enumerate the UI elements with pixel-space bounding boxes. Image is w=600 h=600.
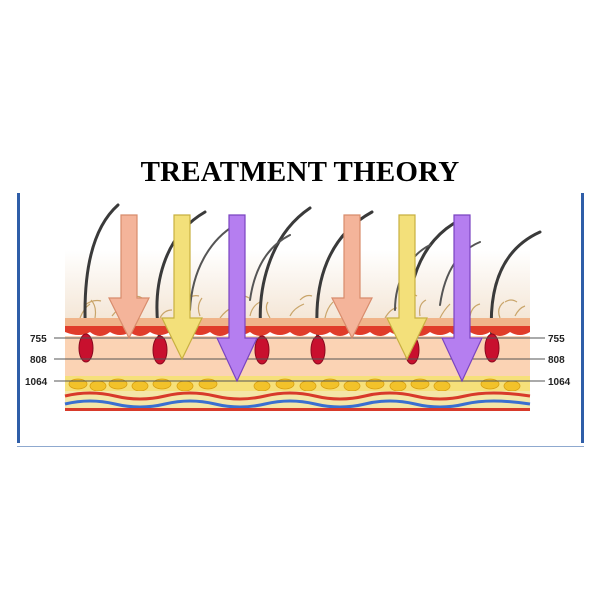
arrow-808-right	[386, 214, 428, 361]
label-1064-right: 1064	[548, 377, 571, 388]
arrows-group	[108, 214, 483, 383]
label-808-left: 808	[30, 355, 47, 366]
label-1064-left: 1064	[25, 377, 48, 388]
label-755-left: 755	[30, 334, 47, 345]
wavelength-labels: 755 808 1064 755 808 1064	[25, 334, 571, 388]
diagram-title: TREATMENT THEORY	[140, 156, 460, 188]
frame-left-border	[17, 193, 20, 443]
fat-layer	[65, 376, 530, 392]
arrow-808-left	[161, 214, 203, 361]
blood-vessels	[64, 391, 531, 411]
arrow-755-right	[331, 214, 373, 340]
frame-bottom-border	[17, 446, 584, 447]
label-755-right: 755	[548, 334, 565, 345]
arrow-1064-left	[216, 214, 258, 383]
arrow-1064-right	[441, 214, 483, 383]
arrow-755-left	[108, 214, 150, 340]
hair-bulbs	[78, 333, 500, 365]
frame-right-border	[581, 193, 584, 443]
label-808-right: 808	[548, 355, 565, 366]
